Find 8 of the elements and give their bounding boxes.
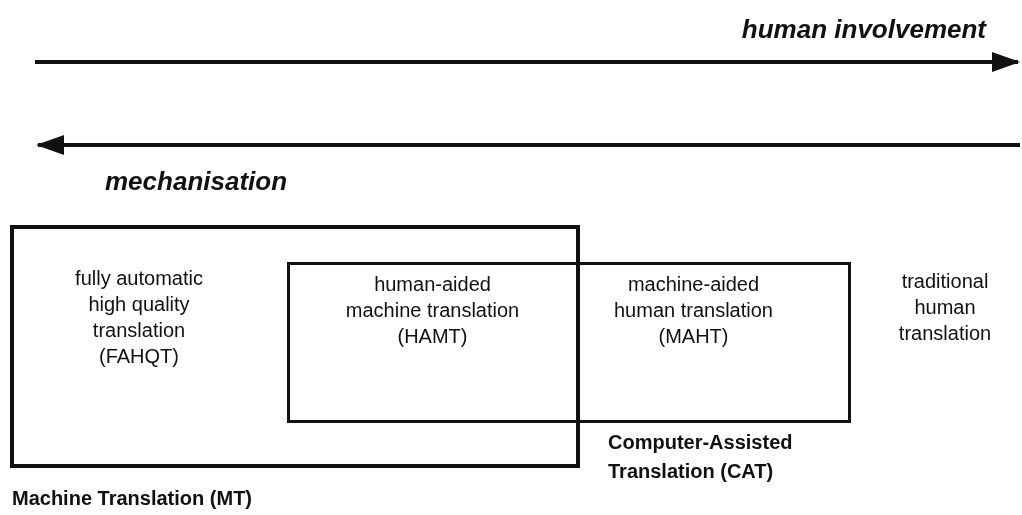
category-text: traditional human translation xyxy=(897,269,993,346)
box-text: machine-aided human translation (MAHT) xyxy=(613,272,774,349)
box-text: fully automatic high quality translation (FAHQT) xyxy=(74,266,204,369)
axis-label: human involvement xyxy=(741,14,986,45)
box-heading: Machine Translation (MT) xyxy=(12,486,253,511)
box-heading: Computer-Assisted Translation (CAT) xyxy=(608,430,794,484)
axis-label: mechanisation xyxy=(105,166,288,197)
box-text: human-aided machine translation (HAMT) xyxy=(344,272,521,349)
